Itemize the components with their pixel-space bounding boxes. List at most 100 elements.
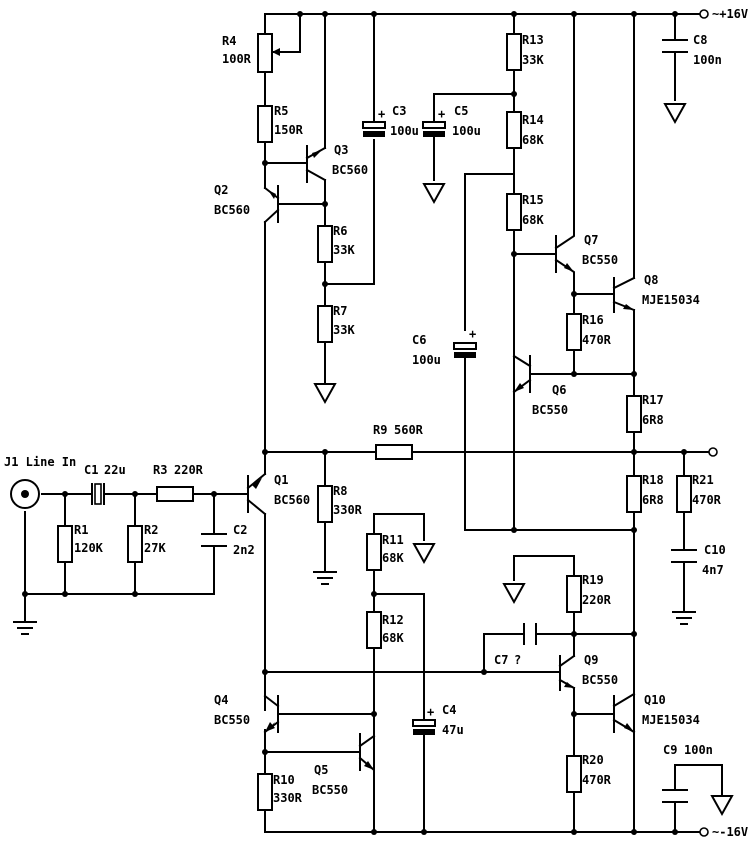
c6-plus: + xyxy=(469,327,476,341)
resistor-r20[interactable]: R20 470R xyxy=(566,753,612,793)
r2-ref: R2 xyxy=(144,523,158,537)
resistor-r16[interactable]: R16 470R xyxy=(566,313,612,351)
transistor-q4[interactable]: Q4 BC550 xyxy=(214,693,285,734)
c3-plus: + xyxy=(378,107,385,121)
capacitor-c3[interactable]: + C3 100u xyxy=(362,104,419,138)
q5-ref: Q5 xyxy=(314,763,328,777)
r6-ref: R6 xyxy=(333,224,347,238)
r19-ref: R19 xyxy=(582,573,604,587)
c9-value: 100n xyxy=(684,743,713,757)
r3-value: 220R xyxy=(174,463,204,477)
r21-ref: R21 xyxy=(692,473,714,487)
q7-value: BC550 xyxy=(582,253,618,267)
r8-ref: R8 xyxy=(333,484,347,498)
transistor-q3[interactable]: Q3 BC560 xyxy=(305,143,368,183)
r13-value: 33K xyxy=(522,53,544,67)
neg-rail-terminal[interactable]: ~-16V xyxy=(699,825,748,839)
r19-value: 220R xyxy=(582,593,612,607)
capacitor-c6[interactable]: + C6 100u xyxy=(412,327,477,367)
resistor-r15[interactable]: R15 68K xyxy=(506,193,544,231)
c4-ref: C4 xyxy=(442,703,456,717)
r5-ref: R5 xyxy=(274,104,288,118)
c4-plus: + xyxy=(427,705,434,719)
resistor-r8[interactable]: R8 330R xyxy=(317,484,363,523)
resistor-r11[interactable]: R11 68K xyxy=(366,533,404,571)
transistor-q7[interactable]: Q7 BC550 xyxy=(554,221,618,293)
r7-value: 33K xyxy=(333,323,355,337)
resistor-r21[interactable]: R21 470R xyxy=(676,473,722,513)
r7-ref: R7 xyxy=(333,304,347,318)
resistor-r19[interactable]: R19 220R xyxy=(566,573,612,613)
resistor-r3[interactable]: R3 220R xyxy=(153,463,204,502)
transistor-q6[interactable]: Q6 BC550 xyxy=(512,354,568,417)
c10-ref: C10 xyxy=(704,543,726,557)
transistor-q5[interactable]: Q5 BC550 xyxy=(312,733,376,797)
q6-ref: Q6 xyxy=(552,383,566,397)
resistor-r9[interactable]: R9 560R xyxy=(373,423,424,460)
transistor-q10[interactable]: Q10 MJE15034 xyxy=(612,692,700,734)
c8-ref: C8 xyxy=(693,33,707,47)
r14-value: 68K xyxy=(522,133,544,147)
c9-ref: C9 xyxy=(663,743,677,757)
resistor-r7[interactable]: R7 33K xyxy=(317,304,355,343)
potentiometer-r4[interactable]: R4 100R xyxy=(222,33,282,73)
q5-value: BC550 xyxy=(312,783,348,797)
ground-triangle-c9 xyxy=(710,795,734,817)
transistor-q8[interactable]: Q8 MJE15034 xyxy=(612,273,700,313)
resistor-r6[interactable]: R6 33K xyxy=(317,224,355,263)
transistor-q1[interactable]: Q1 BC560 xyxy=(246,472,310,516)
resistor-r18[interactable]: R18 6R8 xyxy=(626,473,664,513)
c7-value: ? xyxy=(514,653,521,667)
c3-ref: C3 xyxy=(392,104,406,118)
r11-ref: R11 xyxy=(382,533,404,547)
q2-ref: Q2 xyxy=(214,183,228,197)
capacitor-c9[interactable]: C9 100n xyxy=(662,743,713,803)
resistor-r12[interactable]: R12 68K xyxy=(366,611,404,649)
capacitor-c10[interactable]: C10 4n7 xyxy=(671,543,726,577)
q4-ref: Q4 xyxy=(214,693,228,707)
c2-ref: C2 xyxy=(233,523,247,537)
wires xyxy=(24,13,723,833)
c5-ref: C5 xyxy=(454,104,468,118)
ground-triangle-c5 xyxy=(422,183,446,205)
r18-ref: R18 xyxy=(642,473,664,487)
resistor-r5[interactable]: R5 150R xyxy=(257,104,304,143)
output-terminal[interactable] xyxy=(708,447,718,457)
c8-value: 100n xyxy=(693,53,722,67)
q10-value: MJE15034 xyxy=(642,713,700,727)
r3-ref: R3 xyxy=(153,463,167,477)
q4-value: BC550 xyxy=(214,713,250,727)
capacitor-c2[interactable]: C2 2n2 xyxy=(201,523,255,557)
r1-ref: R1 xyxy=(74,523,88,537)
capacitor-c7[interactable]: C7 ? xyxy=(494,623,537,667)
r8-value: 330R xyxy=(333,503,363,517)
resistor-r17[interactable]: R17 6R8 xyxy=(626,393,664,433)
q8-ref: Q8 xyxy=(644,273,658,287)
r9-ref: R9 xyxy=(373,423,387,437)
q7-ref: Q7 xyxy=(584,233,598,247)
capacitor-c5[interactable]: + C5 100u xyxy=(422,104,481,138)
transistor-q9[interactable]: Q9 BC550 xyxy=(558,653,618,691)
q10-ref: Q10 xyxy=(644,693,666,707)
ground-earth-r21 xyxy=(672,611,696,625)
q1-ref: Q1 xyxy=(274,473,288,487)
c5-value: 100u xyxy=(452,124,481,138)
capacitor-c4[interactable]: + C4 47u xyxy=(412,703,464,737)
c6-ref: C6 xyxy=(412,333,426,347)
r16-ref: R16 xyxy=(582,313,604,327)
resistor-r1[interactable]: R1 120K xyxy=(57,523,104,563)
q8-value: MJE15034 xyxy=(642,293,700,307)
q6-value: BC550 xyxy=(532,403,568,417)
input-connector-j1[interactable]: J1 Line In xyxy=(4,455,76,509)
pos-rail-terminal[interactable]: ~+16V xyxy=(699,7,748,21)
resistor-r10[interactable]: R10 330R xyxy=(257,773,303,811)
resistor-r13[interactable]: R13 33K xyxy=(506,33,544,71)
junctions xyxy=(22,11,687,835)
c1-ref: C1 xyxy=(84,463,98,477)
r15-ref: R15 xyxy=(522,193,544,207)
resistor-r14[interactable]: R14 68K xyxy=(506,111,544,149)
capacitor-c1[interactable]: C1 22u xyxy=(84,463,126,505)
resistor-r2[interactable]: R2 27K xyxy=(127,523,166,563)
transistor-q2[interactable]: Q2 BC560 xyxy=(214,183,286,224)
capacitor-c8[interactable]: C8 100n xyxy=(662,33,722,67)
